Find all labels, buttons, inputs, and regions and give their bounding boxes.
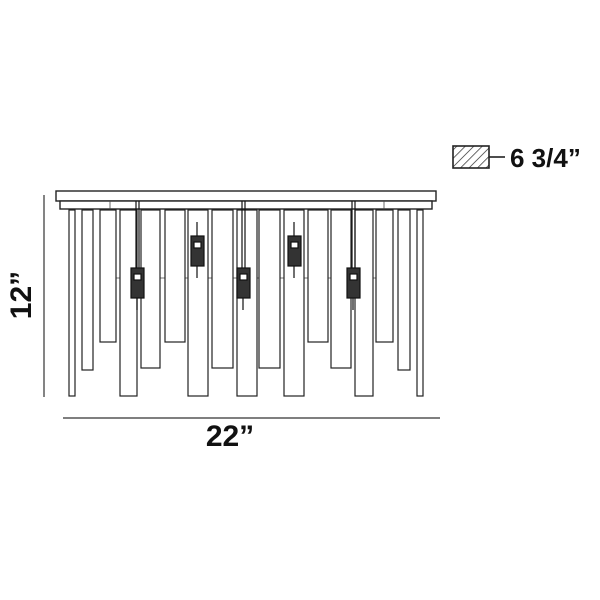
bulb-socket (190, 235, 205, 267)
width-dimension-label: 22” (205, 420, 255, 453)
bulb-socket (287, 235, 302, 267)
bulb-socket (346, 267, 361, 299)
height-dimension-label: 12” (5, 270, 38, 320)
depth-dimension-label: 6 3/4” (510, 143, 581, 173)
depth-legend-box (452, 145, 505, 169)
bulb-socket (236, 267, 251, 299)
light-sockets (130, 201, 361, 310)
bulb-socket (130, 267, 145, 299)
crystal-rods (68, 209, 424, 397)
canopy (55, 190, 437, 210)
